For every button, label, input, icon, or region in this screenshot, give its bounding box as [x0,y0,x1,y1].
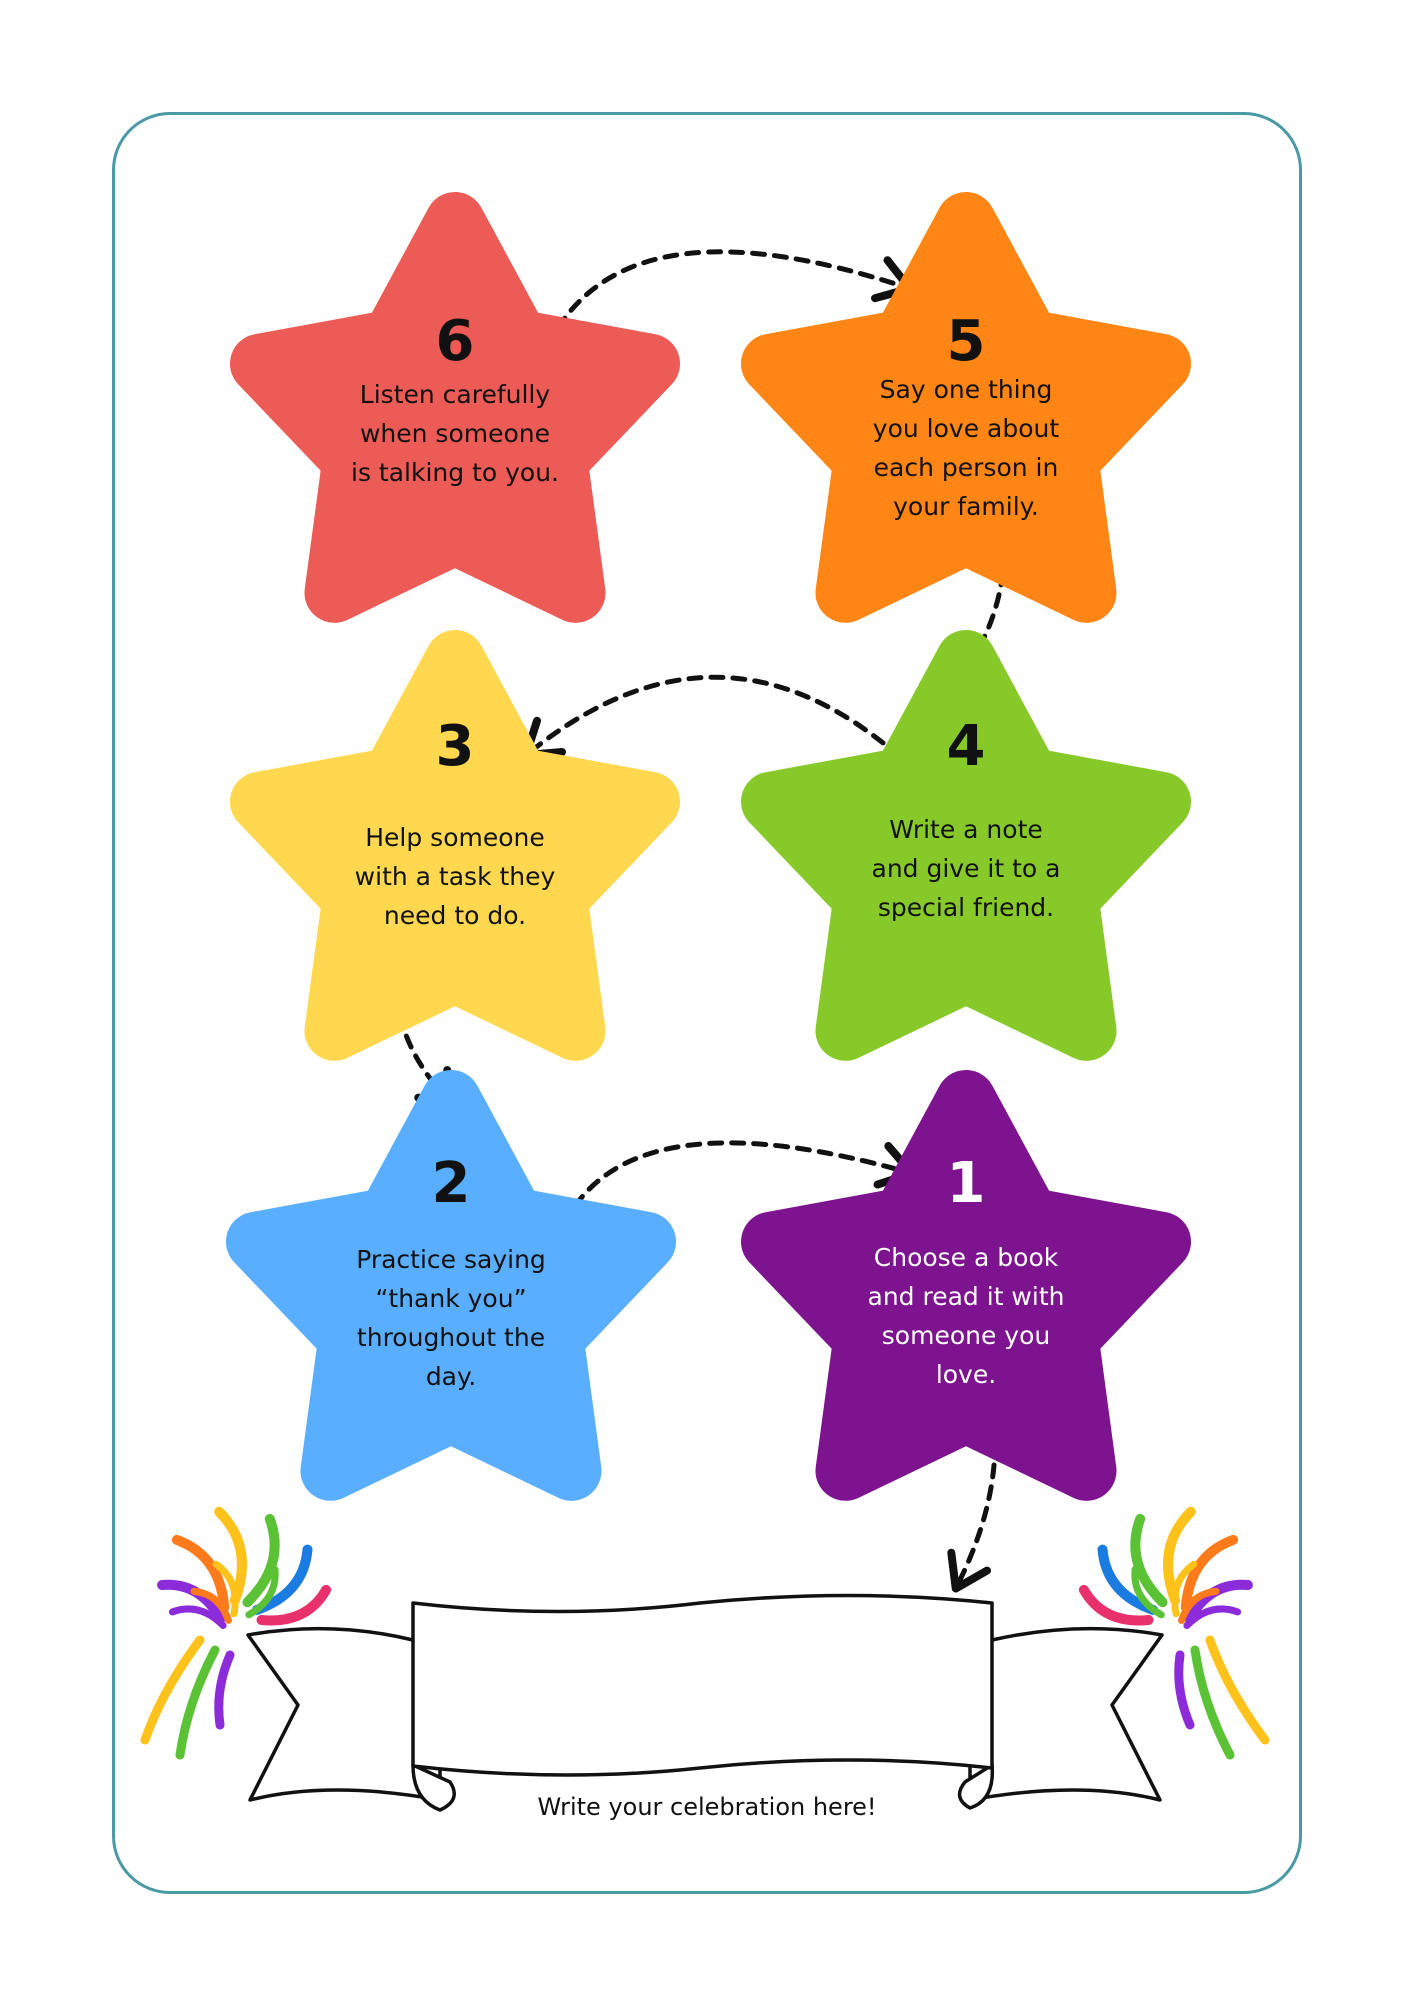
star-text-2: Practice saying “thank you” throughout t… [356,1245,546,1391]
star-number-4: 4 [946,714,986,779]
firework-streak [245,1565,279,1619]
banner-left-fold [411,1763,456,1812]
firework-streak [1205,1635,1270,1745]
banner-right-fold [957,1763,995,1810]
firework-burst-right [1078,1506,1270,1760]
firework-burst-left [140,1506,332,1760]
star-text-4: Write a note and give it to a special fr… [871,815,1061,922]
celebration-banner [246,1593,1164,1812]
firework-streak [251,1544,313,1615]
firework-streak [256,1584,332,1626]
star-number-3: 3 [435,714,475,779]
star-text-5: Say one thing you love about each person… [872,375,1060,521]
arrow-6-to-5 [555,249,914,331]
banner-left-tail [246,1626,442,1802]
star-number-6: 6 [435,309,475,374]
star-step-2 [226,1070,676,1501]
star-step-4 [741,630,1191,1061]
star-step-6 [230,192,680,623]
firework-streak [242,1513,280,1608]
firework-streak [212,1560,239,1618]
firework-streak [1078,1584,1154,1626]
star-text-6: Listen carefully when someone is talking… [351,380,559,487]
banner-right-tail [968,1626,1164,1802]
page-frame [112,112,1302,1894]
firework-streak [1097,1544,1159,1615]
firework-streak [214,1650,235,1730]
arrow-1-to-banner [947,1440,998,1593]
star-number-2: 2 [431,1151,471,1216]
banner-center [411,1593,994,1777]
star-step-1 [741,1070,1191,1501]
arrow-2-to-1 [572,1140,916,1209]
banner-caption: Write your celebration here! [537,1793,877,1821]
firework-streak [214,1506,247,1606]
firework-streak [1178,1587,1220,1624]
star-step-5 [741,192,1191,623]
firework-streak [1174,1650,1195,1730]
star-number-1: 1 [946,1151,986,1216]
firework-streak [190,1587,232,1624]
firework-streak [175,1645,220,1760]
firework-streak [171,1534,230,1613]
firework-streak [1130,1513,1168,1608]
firework-streak [1163,1506,1196,1606]
star-text-1: Choose a book and read it with someone y… [867,1243,1065,1389]
firework-streak [1171,1560,1198,1618]
firework-streak [1131,1565,1165,1619]
firework-streak [140,1635,205,1745]
arrow-4-to-3 [522,674,903,760]
star-number-5: 5 [946,309,986,374]
firework-streak [1180,1534,1239,1613]
firework-streak [1190,1645,1235,1760]
star-text-3: Help someone with a task they need to do… [354,823,556,930]
star-step-3 [230,630,680,1061]
firework-streak [168,1605,227,1629]
firework-streak [1183,1605,1242,1629]
